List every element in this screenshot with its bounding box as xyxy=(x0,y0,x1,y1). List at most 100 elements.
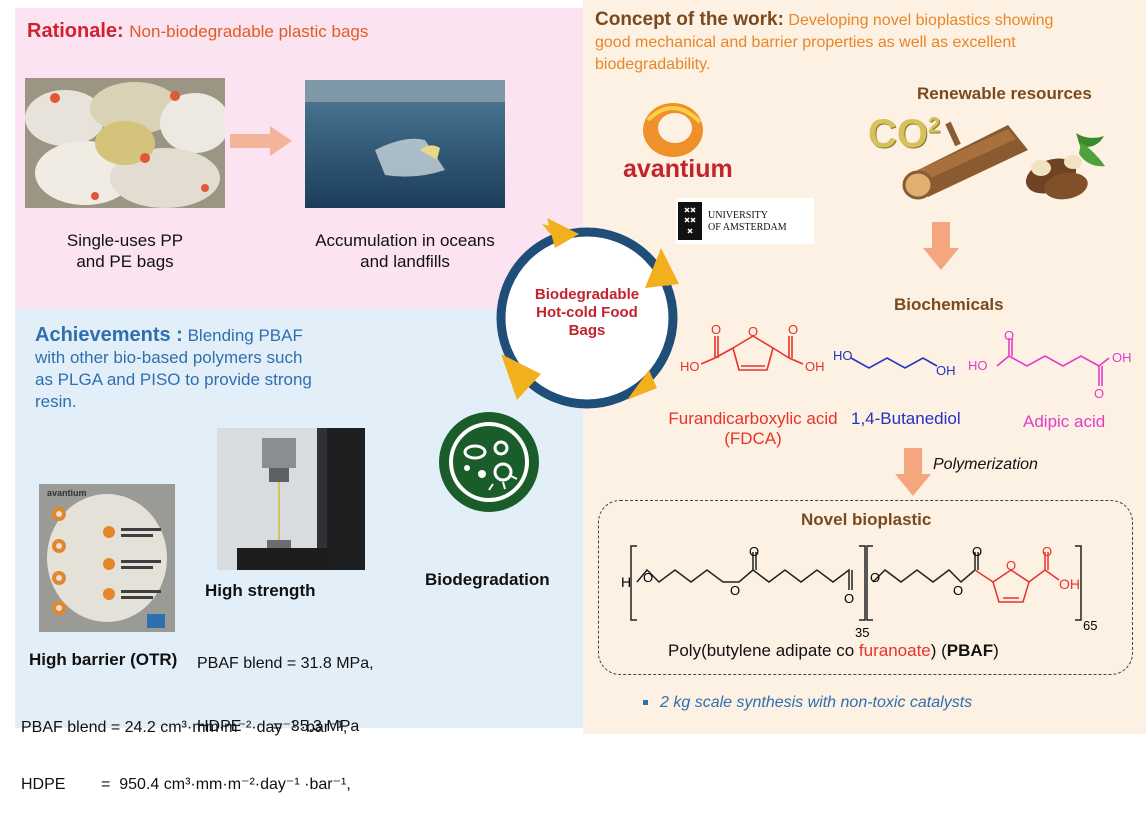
subscript-65: 65 xyxy=(1083,618,1098,633)
butanediol-structure xyxy=(850,357,938,369)
caption-left-line1: Single-uses PP xyxy=(66,231,184,250)
hs-pbaf-value: PBAF blend = 31.8 MPa, xyxy=(197,655,374,672)
high-strength-values: PBAF blend = 31.8 MPa, HDPE = 35.3 MPa xyxy=(197,611,374,779)
pbaf-o8-label: O xyxy=(1042,544,1053,559)
achievements-line2: with other bio-based polymers such xyxy=(35,348,303,367)
fdca-ho-label: HO xyxy=(680,359,700,374)
pbaf-o5-label: O xyxy=(870,570,881,585)
pbaf-o2-label: O xyxy=(730,583,741,598)
pbaf-ring-o-label: O xyxy=(1006,558,1017,573)
adipic-o-top-label: O xyxy=(1004,328,1015,343)
co2-graphic: CO2 xyxy=(868,112,940,157)
biodegradation-label: Biodegradation xyxy=(425,570,550,589)
butanediol-name: 1,4-Butanediol xyxy=(851,409,961,428)
pbaf-oh-label: OH xyxy=(1059,576,1080,592)
concept-title: Concept of the work: xyxy=(595,9,784,30)
concept-line1: Developing novel bioplastics showing xyxy=(788,12,1054,29)
barrier-film-photo: avantium xyxy=(39,484,175,632)
pbaf-o3-label: O xyxy=(749,544,760,559)
novel-bioplastic-box xyxy=(598,500,1133,675)
fdca-name-line1: Furandicarboxylic acid xyxy=(668,409,838,428)
fdca-name: Furandicarboxylic acid (FDCA) xyxy=(643,409,863,449)
pbaf-o4-label: O xyxy=(844,591,855,606)
uva-logo: UNIVERSITY OF AMSTERDAM xyxy=(676,198,814,244)
caption-right-line2: and landfills xyxy=(360,252,450,271)
pbaf-structure xyxy=(630,545,1082,621)
bullet-marker-icon xyxy=(643,700,648,706)
caption-left-line2: and PE bags xyxy=(76,252,174,271)
polymerization-label: Polymerization xyxy=(933,456,1038,473)
scale-bullet: 2 kg scale synthesis with non-toxic cata… xyxy=(643,694,972,712)
adipic-ho-label: HO xyxy=(968,358,988,373)
pbaf-o7-label: O xyxy=(972,544,983,559)
co2-text: CO xyxy=(868,112,928,156)
pbaf-o1-label: O xyxy=(643,570,654,585)
achievements-line1: Blending PBAF xyxy=(187,326,303,345)
achievements-text: Achievements : Blending PBAF with other … xyxy=(35,324,375,413)
pbaf-name-abbrev: PBAF xyxy=(946,641,994,660)
rationale-colon: : xyxy=(117,20,124,42)
rationale-arrow xyxy=(230,126,292,156)
co2-superscript: 2 xyxy=(928,112,941,138)
center-line3: Bags xyxy=(568,322,606,339)
high-barrier-values: PBAF blend = 24.2 cm³·mm·m⁻²·day⁻¹ ·bar⁻… xyxy=(21,680,351,832)
ocean-plastic-photo xyxy=(305,80,505,208)
achievements-line3: as PLGA and PISO to provide strong xyxy=(35,370,312,389)
center-line2: Hot-cold Food xyxy=(536,304,638,321)
down-arrow-1 xyxy=(923,222,959,270)
microbe-petri-icon xyxy=(439,412,539,512)
caption-accumulation: Accumulation in oceans and landfills xyxy=(290,230,520,272)
bdo-oh-label: OH xyxy=(936,363,956,378)
adipic-o-bottom-label: O xyxy=(1094,386,1105,401)
pbaf-name: Poly(butylene adipate co furanoate) (PBA… xyxy=(668,641,999,661)
achievements-line4: resin. xyxy=(35,392,77,411)
concept-line2: good mechanical and barrier properties a… xyxy=(595,34,1016,51)
biochemicals-label: Biochemicals xyxy=(894,295,1004,314)
uva-line2: OF AMSTERDAM xyxy=(708,222,787,233)
hb-pbaf-value: PBAF blend = 24.2 cm³·mm·m⁻²·day⁻¹ ·bar⁻… xyxy=(21,719,348,736)
down-arrow-2 xyxy=(895,448,931,496)
bdo-ho-label: HO xyxy=(833,348,853,363)
concept-panel: Concept of the work: Developing novel bi… xyxy=(583,0,1146,734)
fdca-o-left-label: O xyxy=(711,322,722,337)
center-label: Biodegradable Hot-cold Food Bags xyxy=(497,286,677,340)
high-strength-label: High strength xyxy=(205,581,316,600)
fdca-name-line2: (FDCA) xyxy=(724,429,782,448)
pbaf-name-prefix: Poly(butylene adipate co xyxy=(668,641,859,660)
concept-text: Concept of the work: Developing novel bi… xyxy=(595,9,1140,76)
rationale-title: Rationale xyxy=(27,20,118,42)
achievements-title: Achievements : xyxy=(35,324,183,346)
subscript-35: 35 xyxy=(855,625,870,640)
tensile-test-photo xyxy=(217,428,365,570)
hb-hdpe-value: HDPE = 950.4 cm³·mm·m⁻²·day⁻¹ ·bar⁻¹, xyxy=(21,776,351,793)
pbaf-h-label: H xyxy=(621,574,632,590)
scale-bullet-text: 2 kg scale synthesis with non-toxic cata… xyxy=(660,694,973,711)
fdca-structure xyxy=(700,335,804,371)
concept-line3: biodegradability. xyxy=(595,56,711,73)
center-line1: Biodegradable xyxy=(534,286,640,303)
caption-single-use-bags: Single-uses PP and PE bags xyxy=(20,230,230,272)
pbaf-name-furanoate: furanoate xyxy=(858,641,931,660)
plastic-bags-photo xyxy=(25,78,225,208)
high-barrier-label: High barrier (OTR) xyxy=(29,650,178,669)
renewable-resources-label: Renewable resources xyxy=(917,84,1092,103)
uva-crest-icon xyxy=(678,202,702,240)
avantium-logo-text: avantium xyxy=(623,155,733,183)
uva-line1: UNIVERSITY xyxy=(708,210,768,221)
pbaf-o6-label: O xyxy=(953,583,964,598)
adipic-oh-label: OH xyxy=(1112,350,1132,365)
fdca-oh-label: OH xyxy=(805,359,825,374)
rationale-panel: Rationale: Non-biodegradable plastic bag… xyxy=(15,8,583,308)
rationale-heading: Rationale: Non-biodegradable plastic bag… xyxy=(27,20,368,43)
caption-right-line1: Accumulation in oceans xyxy=(315,231,495,250)
adipic-acid-structure xyxy=(996,338,1110,386)
pbaf-name-mid: ) ( xyxy=(930,641,947,660)
cycle-ring xyxy=(496,218,679,409)
hs-hdpe-value: HDPE = 35.3 MPa xyxy=(197,718,360,735)
adipic-acid-name: Adipic acid xyxy=(1023,412,1106,431)
avantium-ring-icon xyxy=(643,103,703,157)
fdca-o-right-label: O xyxy=(788,322,799,337)
sample-logo-text: avantium xyxy=(47,488,87,498)
pbaf-name-end: ) xyxy=(993,641,999,660)
novel-bioplastic-label: Novel bioplastic xyxy=(801,510,932,529)
